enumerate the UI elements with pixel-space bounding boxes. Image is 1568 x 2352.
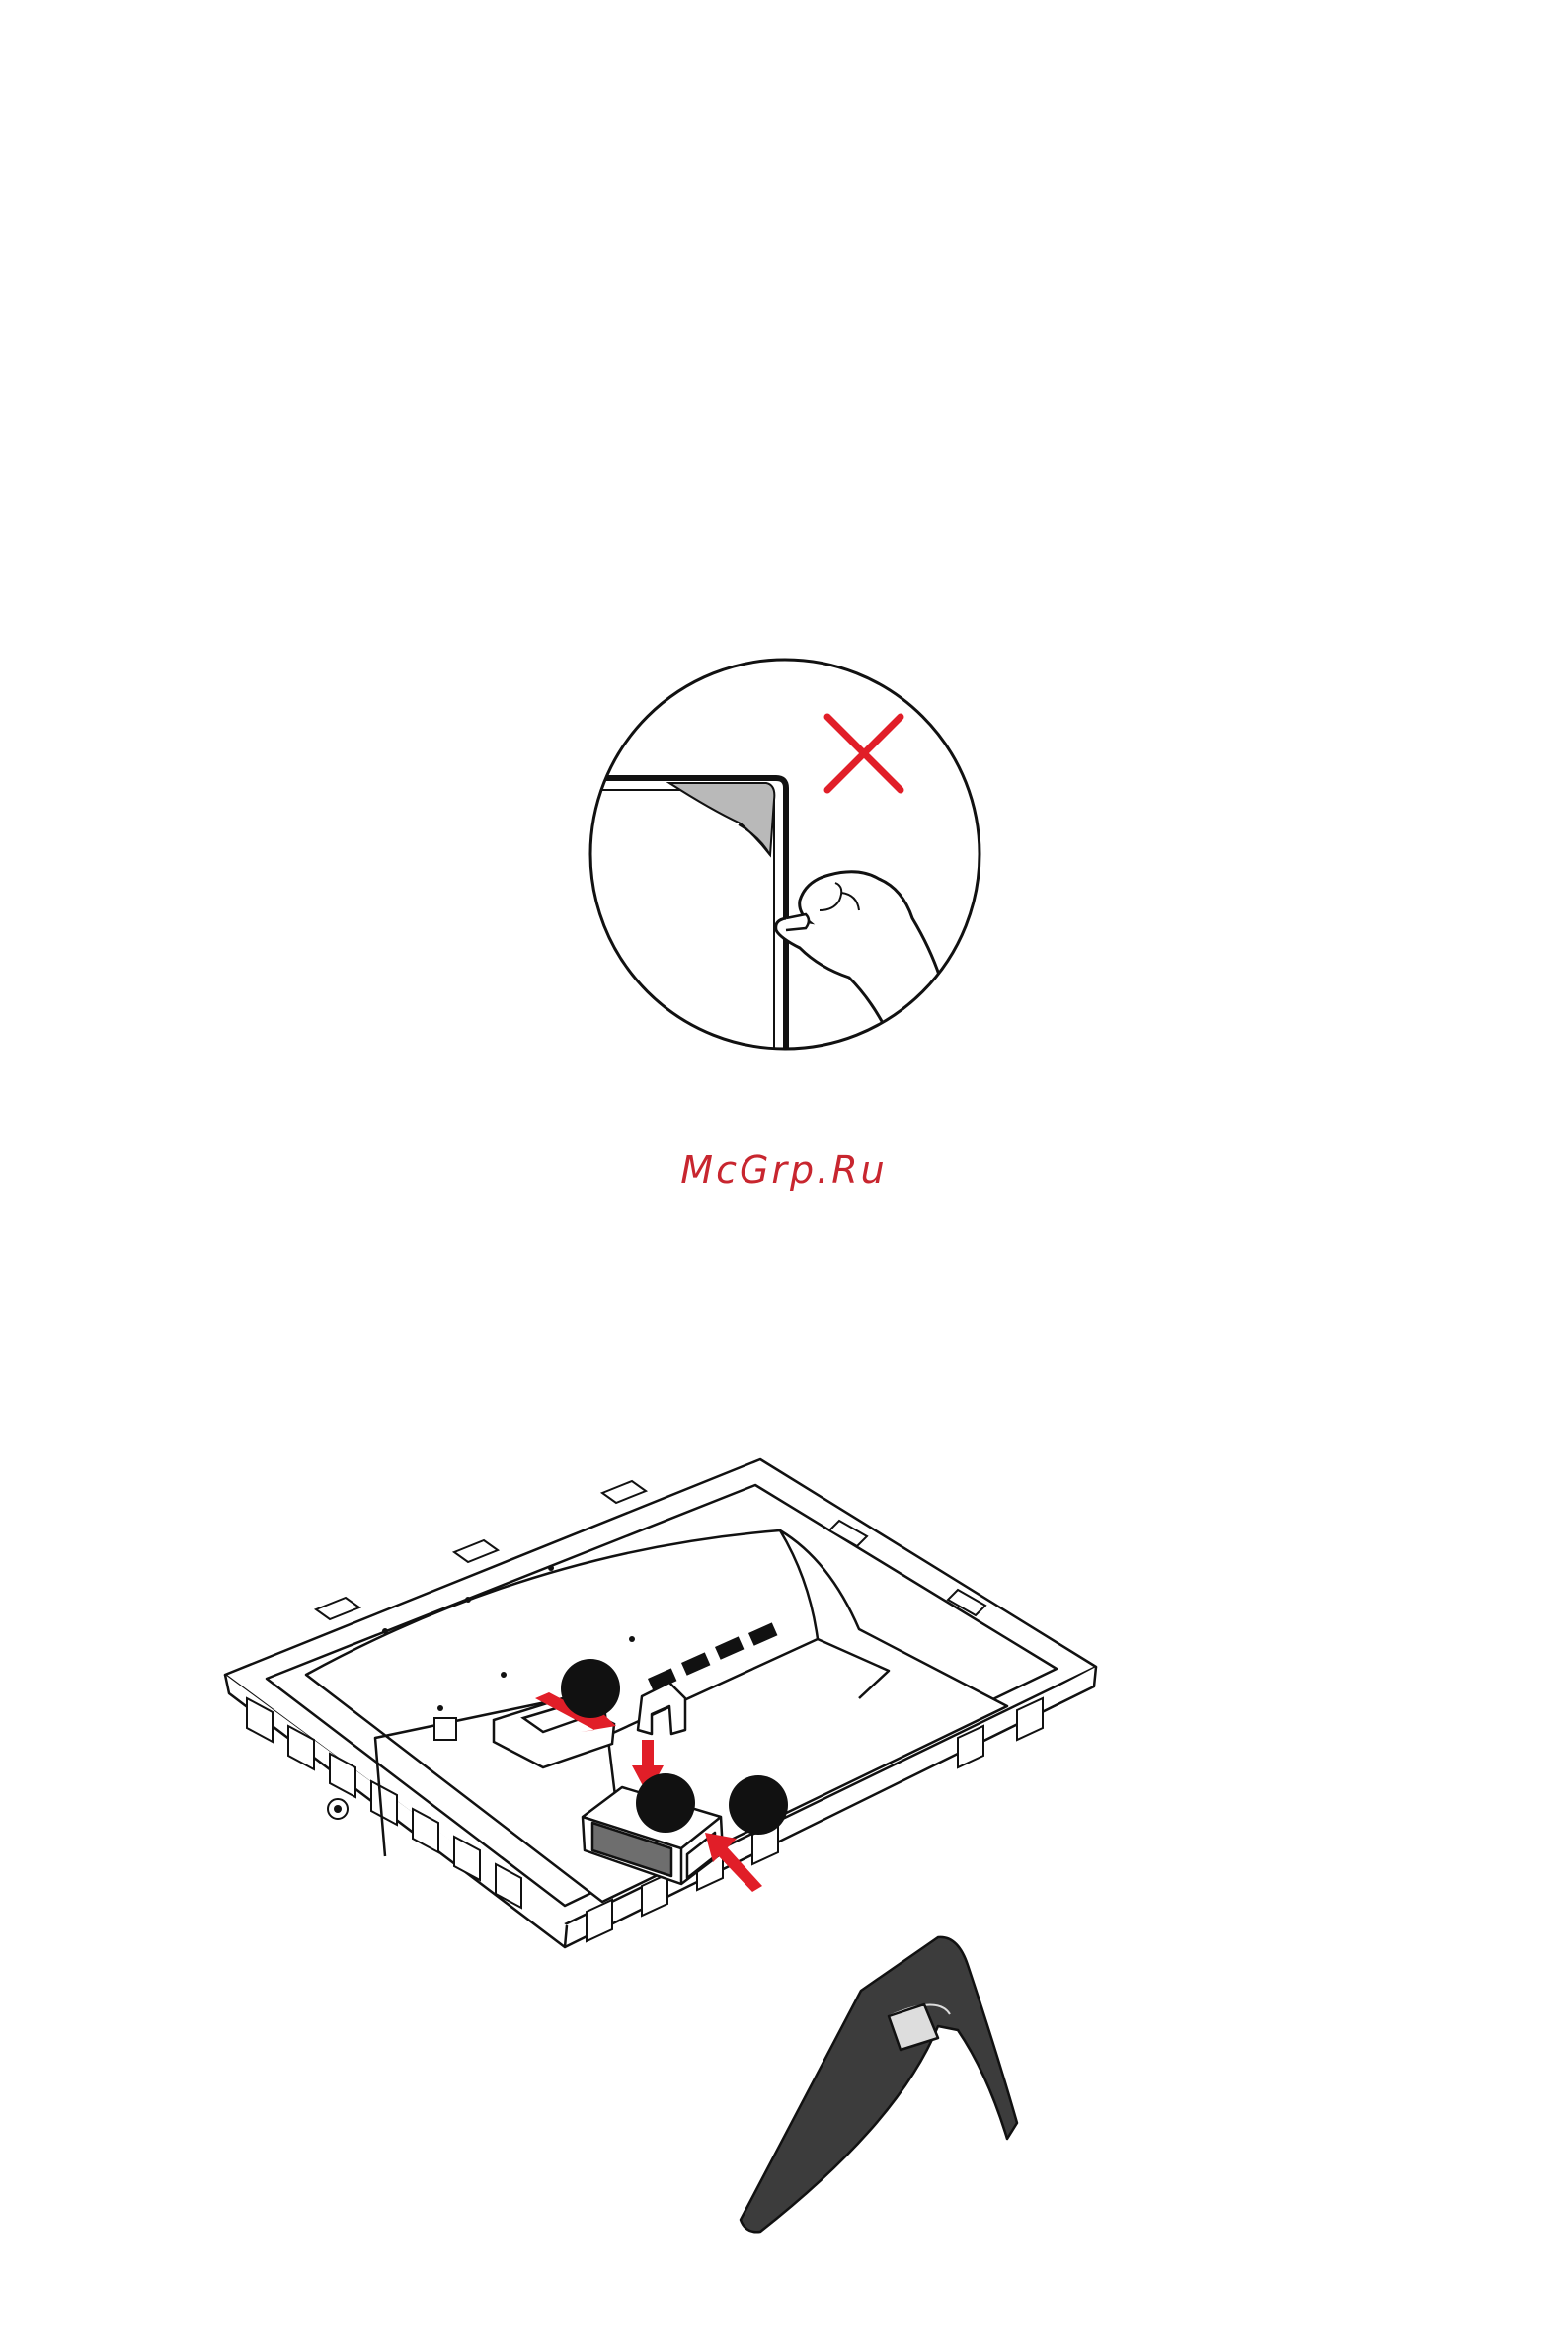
- step-marker-1: [561, 1659, 620, 1718]
- monitor-corner: [583, 778, 786, 1057]
- watermark-text: McGrp.Ru: [0, 1148, 1568, 1208]
- stand-base: [741, 1937, 1017, 2232]
- stand-assembly-illustration: [207, 1442, 1372, 2251]
- cross-warning-icon: [827, 717, 901, 790]
- step-marker-2: [636, 1773, 695, 1833]
- step-marker-3: [729, 1775, 788, 1835]
- peel-film-warning-illustration: [583, 652, 987, 1057]
- hand-icon: [776, 872, 954, 1057]
